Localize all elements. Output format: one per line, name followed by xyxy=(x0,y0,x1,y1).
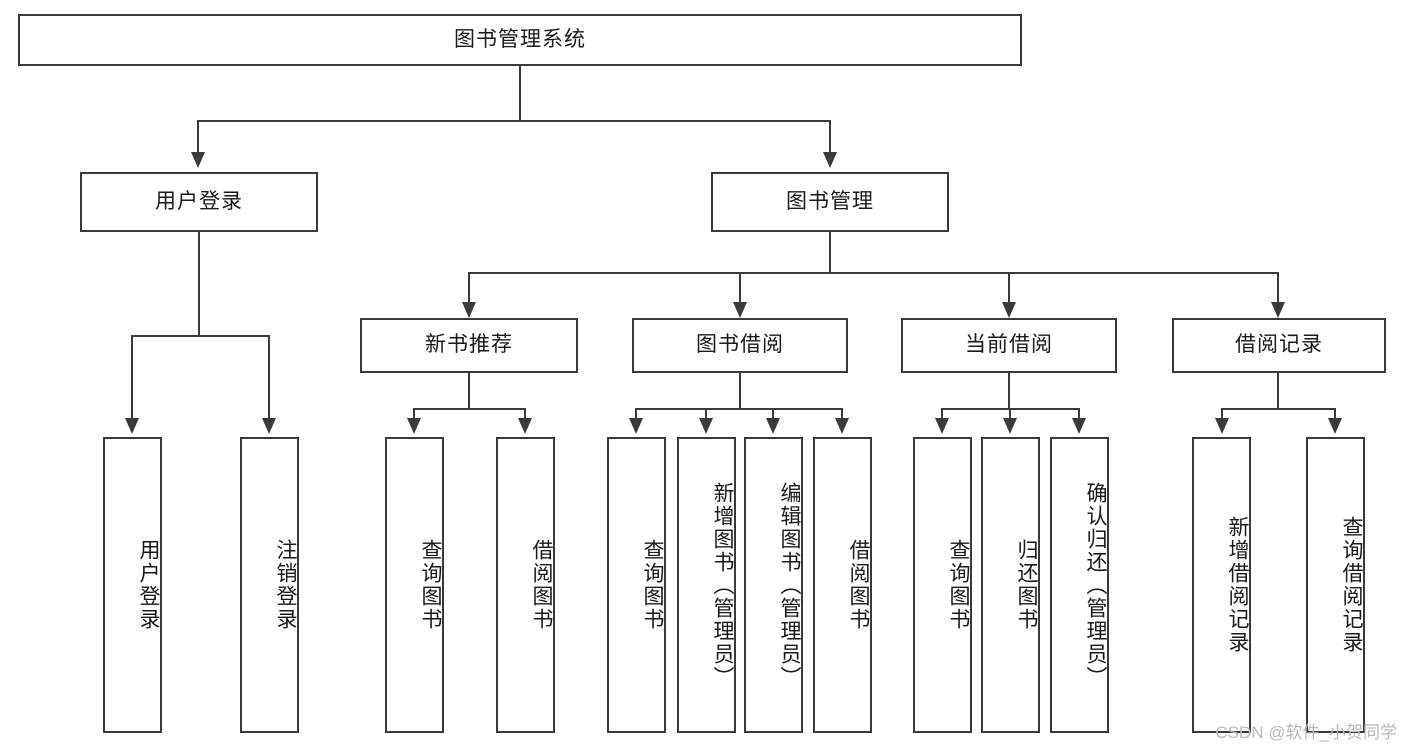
leaf-logout[interactable]: 注销登录 xyxy=(240,437,299,733)
connector-cb-drop-3 xyxy=(1078,408,1080,420)
node-current-borrow[interactable]: 当前借阅 xyxy=(901,318,1117,373)
node-label: 注销登录 xyxy=(274,539,297,631)
leaf-query-book-recommend[interactable]: 查询图书 xyxy=(385,437,444,733)
connector-br-bus xyxy=(1221,408,1336,410)
connector-bm-drop-3 xyxy=(1008,272,1010,304)
node-label: 查询借阅记录 xyxy=(1340,516,1363,654)
node-label: 新书推荐 xyxy=(425,333,513,357)
arrow-to-leaf-borrow-book-2 xyxy=(835,418,849,434)
leaf-edit-book-admin[interactable]: 编辑图书（管理员） xyxy=(744,437,803,733)
node-user-login[interactable]: 用户登录 xyxy=(80,172,318,232)
leaf-user-login[interactable]: 用户登录 xyxy=(103,437,162,733)
leaf-return-book[interactable]: 归还图书 xyxy=(981,437,1040,733)
connector-bm-drop-4 xyxy=(1277,272,1279,304)
node-label: 确认归还（管理员） xyxy=(1084,481,1107,689)
node-new-book-recommend[interactable]: 新书推荐 xyxy=(360,318,578,373)
arrow-to-leaf-return-book xyxy=(1003,418,1017,434)
node-book-management[interactable]: 图书管理 xyxy=(711,172,949,232)
connector-br-drop-2 xyxy=(1334,408,1336,420)
connector-cb-stem xyxy=(1008,373,1010,410)
arrow-to-leaf-user-login xyxy=(125,418,139,434)
connector-root-drop-left xyxy=(197,120,199,154)
arrow-to-leaf-borrow-book-1 xyxy=(518,418,532,434)
node-label: 用户登录 xyxy=(155,189,243,213)
connector-bm-drop-2 xyxy=(739,272,741,304)
connector-user-login-stem xyxy=(198,232,200,336)
arrow-to-leaf-edit-book xyxy=(766,418,780,434)
arrow-to-leaf-add-book xyxy=(699,418,713,434)
connector-nbr-drop-1 xyxy=(413,408,415,420)
arrow-to-borrow-record xyxy=(1271,302,1285,318)
arrow-to-leaf-query-record xyxy=(1328,418,1342,434)
leaf-query-borrow-record[interactable]: 查询借阅记录 xyxy=(1306,437,1365,733)
arrow-to-leaf-query-book-3 xyxy=(935,418,949,434)
node-label: 当前借阅 xyxy=(965,333,1053,357)
node-label: 新增借阅记录 xyxy=(1226,516,1249,654)
connector-bm-drop-1 xyxy=(468,272,470,304)
connector-book-management-stem xyxy=(829,232,831,274)
arrow-to-book-borrow xyxy=(733,302,747,318)
leaf-confirm-return-admin[interactable]: 确认归还（管理员） xyxy=(1050,437,1109,733)
connector-cb-drop-2 xyxy=(1009,408,1011,420)
node-label: 图书管理 xyxy=(786,189,874,213)
node-label: 图书借阅 xyxy=(696,333,784,357)
arrow-to-leaf-confirm-return xyxy=(1072,418,1086,434)
node-label: 编辑图书（管理员） xyxy=(778,481,801,689)
node-root-system[interactable]: 图书管理系统 xyxy=(18,14,1022,66)
node-book-borrow[interactable]: 图书借阅 xyxy=(632,318,848,373)
connector-nbr-stem xyxy=(468,373,470,410)
arrow-to-book-management xyxy=(823,152,837,168)
arrow-to-leaf-query-book-1 xyxy=(407,418,421,434)
leaf-query-book-borrow[interactable]: 查询图书 xyxy=(607,437,666,733)
arrow-to-current-borrow xyxy=(1002,302,1016,318)
node-label: 查询图书 xyxy=(419,539,442,631)
arrow-to-new-book-recommend xyxy=(462,302,476,318)
connector-bb-bus xyxy=(635,408,843,410)
connector-cb-drop-1 xyxy=(941,408,943,420)
arrow-to-leaf-query-book-2 xyxy=(629,418,643,434)
connector-root-bus xyxy=(197,120,831,122)
connector-br-stem xyxy=(1277,373,1279,410)
connector-bb-drop-4 xyxy=(841,408,843,420)
leaf-borrow-book-recommend[interactable]: 借阅图书 xyxy=(496,437,555,733)
leaf-borrow-book-borrow[interactable]: 借阅图书 xyxy=(813,437,872,733)
connector-root-stem xyxy=(519,66,521,121)
node-label: 新增图书（管理员） xyxy=(711,481,734,689)
node-label: 借阅图书 xyxy=(530,539,553,631)
arrow-to-leaf-logout xyxy=(262,418,276,434)
leaf-query-book-current[interactable]: 查询图书 xyxy=(913,437,972,733)
connector-br-drop-1 xyxy=(1221,408,1223,420)
node-label: 归还图书 xyxy=(1015,539,1038,631)
node-label: 查询图书 xyxy=(947,539,970,631)
node-label: 借阅记录 xyxy=(1235,333,1323,357)
connector-bb-drop-2 xyxy=(705,408,707,420)
connector-book-management-bus xyxy=(468,272,1279,274)
leaf-add-book-admin[interactable]: 新增图书（管理员） xyxy=(677,437,736,733)
connector-root-drop-right xyxy=(829,120,831,154)
connector-nbr-bus xyxy=(413,408,526,410)
connector-bb-drop-3 xyxy=(772,408,774,420)
arrow-to-leaf-add-record xyxy=(1215,418,1229,434)
connector-user-login-drop-1 xyxy=(131,335,133,420)
connector-user-login-drop-2 xyxy=(268,335,270,420)
node-label: 借阅图书 xyxy=(847,539,870,631)
node-label: 查询图书 xyxy=(641,539,664,631)
connector-user-login-bus xyxy=(131,335,270,337)
arrow-to-user-login xyxy=(191,152,205,168)
node-label: 图书管理系统 xyxy=(454,27,586,51)
connector-bb-stem xyxy=(739,373,741,410)
connector-bb-drop-1 xyxy=(635,408,637,420)
leaf-add-borrow-record[interactable]: 新增借阅记录 xyxy=(1192,437,1251,733)
connector-nbr-drop-2 xyxy=(524,408,526,420)
node-borrow-record[interactable]: 借阅记录 xyxy=(1172,318,1386,373)
node-label: 用户登录 xyxy=(137,539,160,631)
